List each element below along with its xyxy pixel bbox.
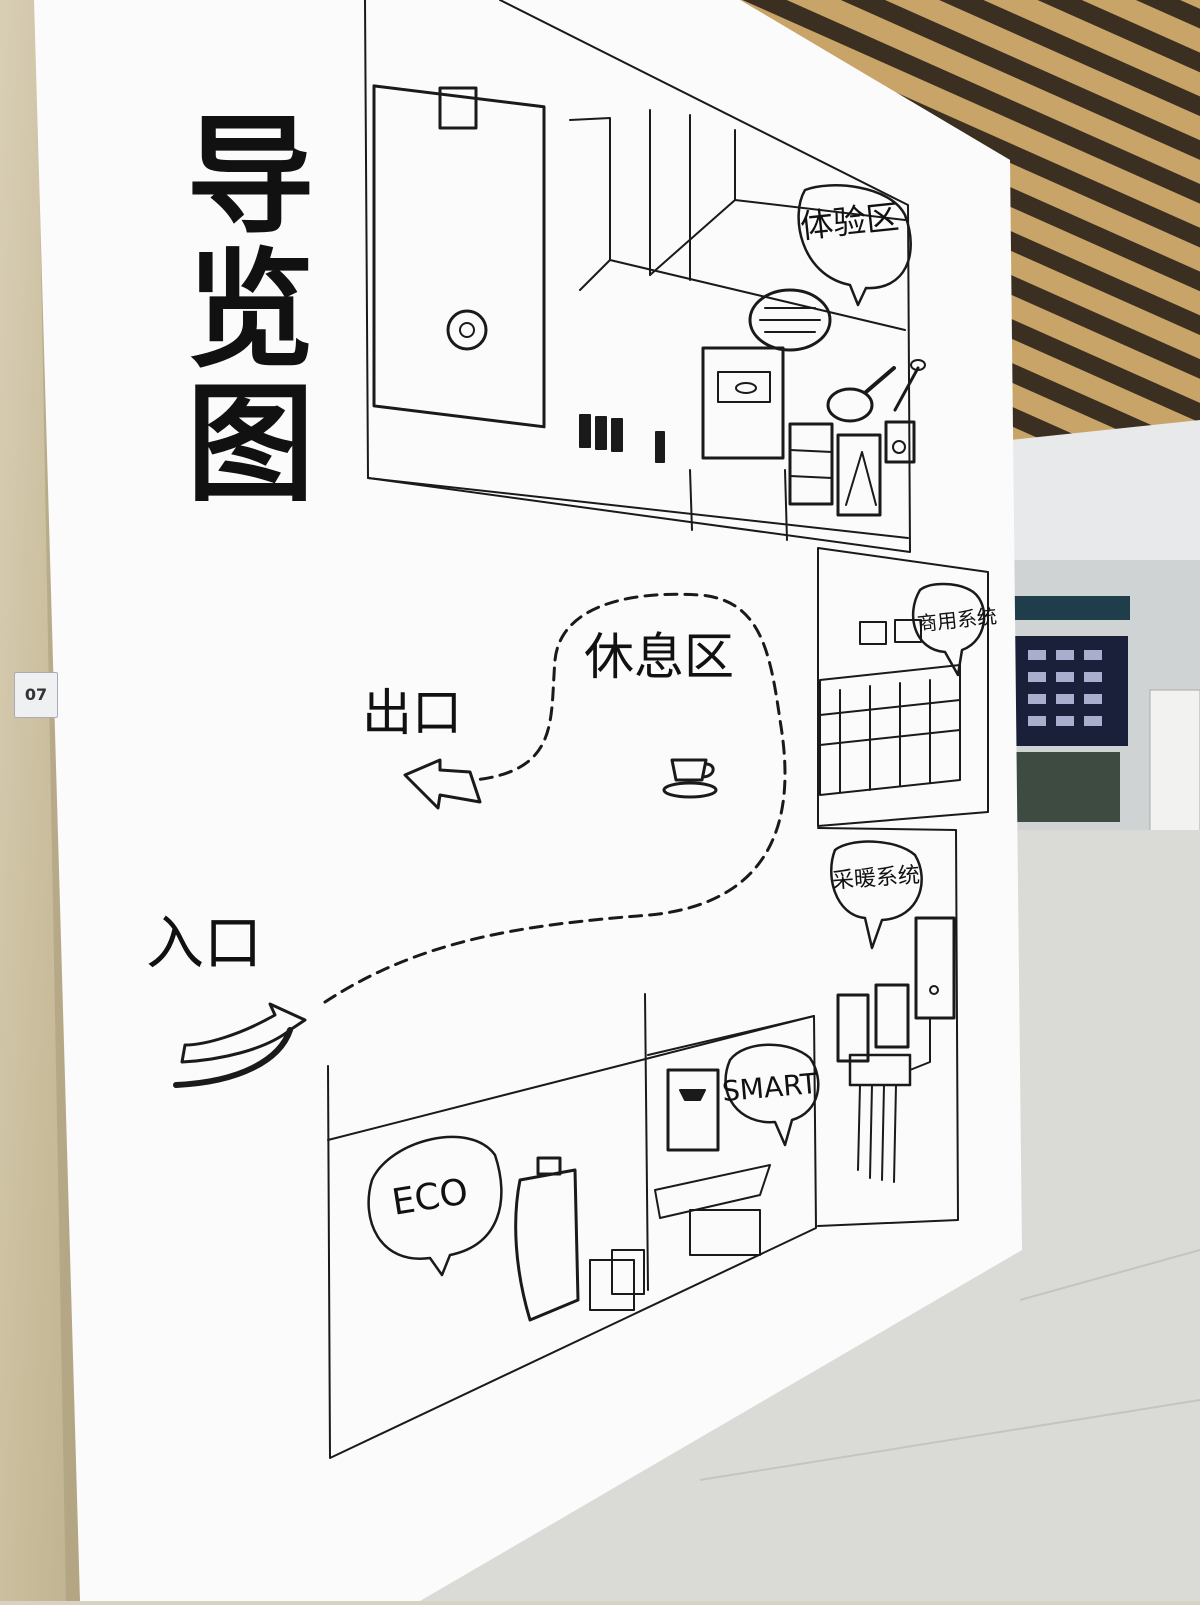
- room-number-plaque: 07: [14, 672, 58, 718]
- exit-arrow: [403, 758, 482, 810]
- coffee-cup-icon: [670, 758, 708, 782]
- zone-rest-label: 休息区: [584, 628, 734, 686]
- zone-experience-label: 体验区: [798, 196, 901, 247]
- eco-panel: [327, 1015, 817, 1459]
- walk-path: [323, 592, 787, 1004]
- map-title: 导览图: [164, 108, 313, 510]
- zone-heating-label: 采暖系统: [831, 862, 921, 895]
- zone-entry-label: 入口: [146, 909, 263, 977]
- zone-smart-label: SMART: [720, 1066, 819, 1109]
- experience-panel: [364, 0, 911, 553]
- map-drawings: [173, 0, 989, 1459]
- entry-arrow: [180, 1002, 307, 1064]
- heating-panel: [817, 827, 959, 1227]
- wall: [34, 0, 1022, 1601]
- zone-exit-label: 出口: [362, 684, 462, 742]
- commercial-panel: [817, 547, 989, 827]
